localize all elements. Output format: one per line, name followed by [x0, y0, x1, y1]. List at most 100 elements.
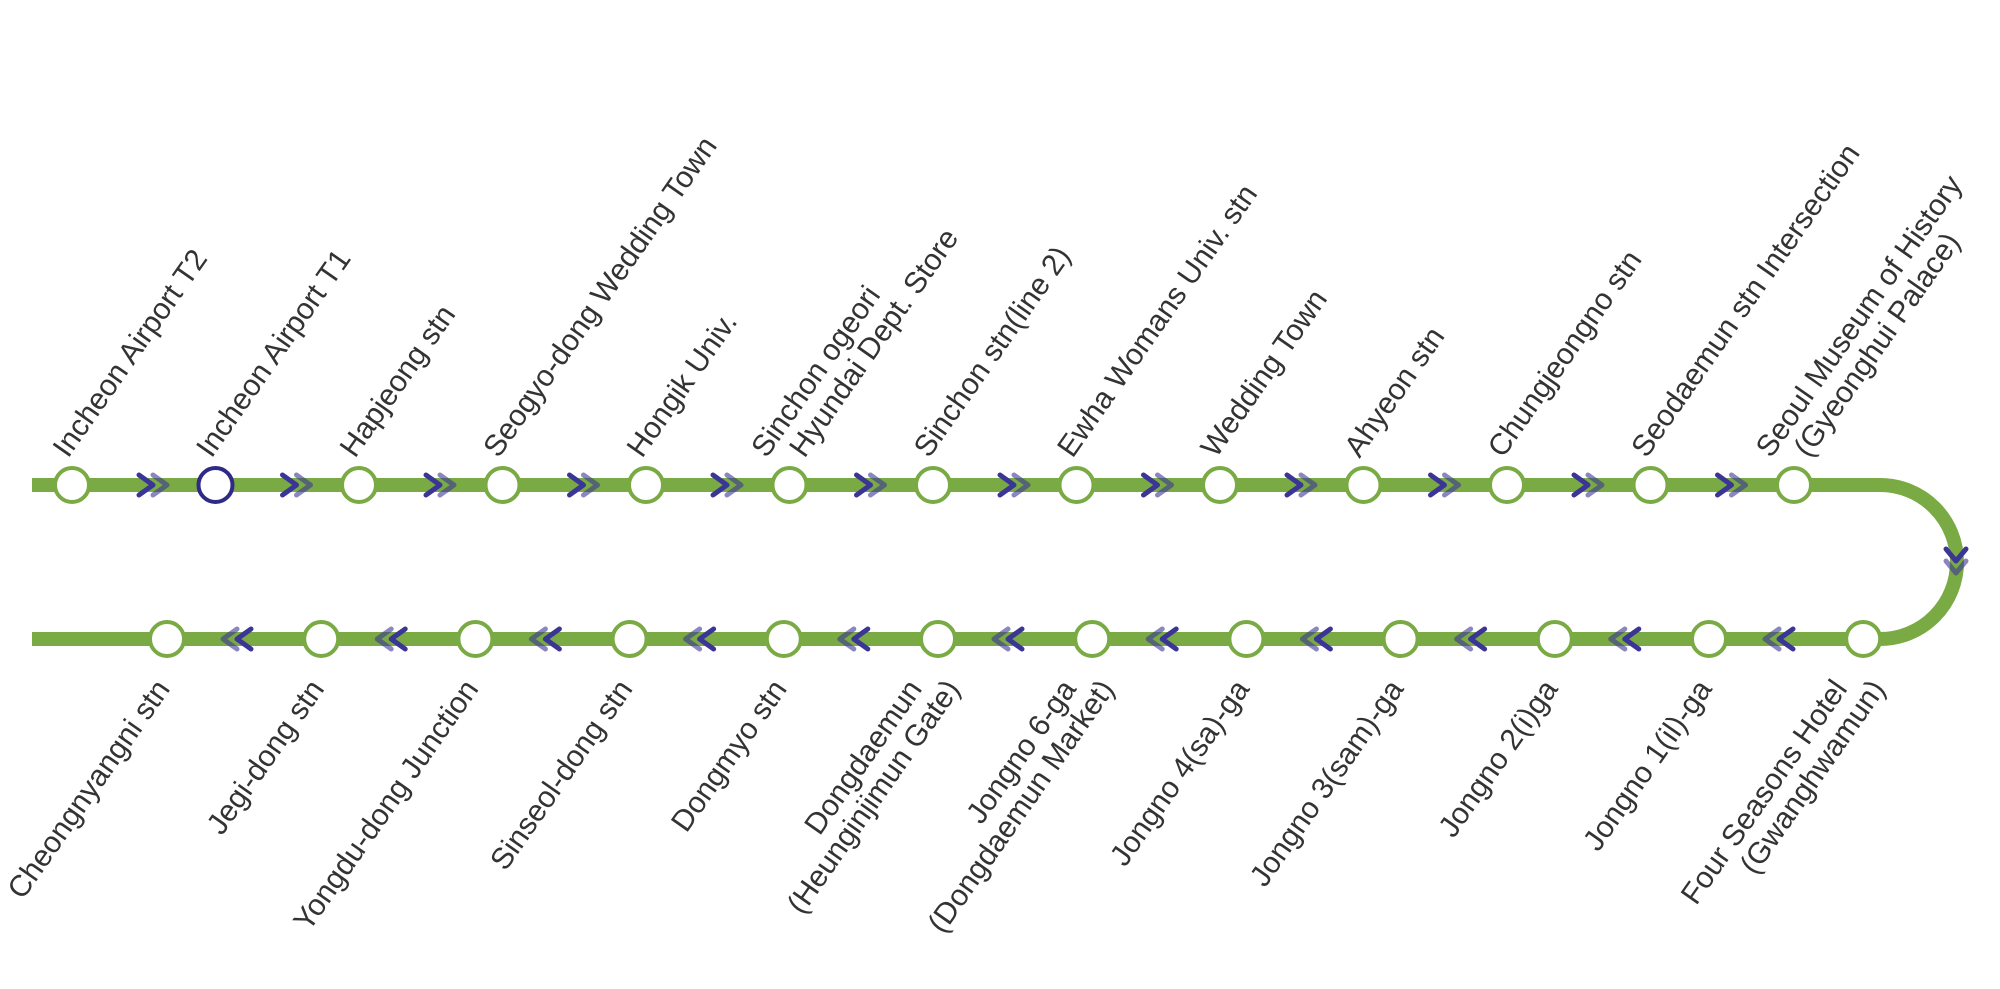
station-marker-bottom-7[interactable]	[1227, 620, 1266, 658]
station-marker-bottom-1[interactable]	[302, 620, 341, 658]
direction-chevron-icon	[1284, 472, 1318, 498]
station-marker-top-11[interactable]	[1631, 466, 1670, 504]
station-label-bottom-0: Cheongnyangni stn	[1, 674, 176, 905]
station-marker-top-1[interactable]	[196, 466, 235, 504]
direction-chevron-icon	[1454, 626, 1488, 652]
station-marker-top-7[interactable]	[1057, 466, 1096, 504]
chevron-mark	[724, 472, 744, 498]
chevron-mark	[1155, 472, 1174, 498]
chevron-mark	[1943, 558, 1969, 576]
chevron-mark	[1468, 626, 1488, 652]
station-marker-top-3[interactable]	[483, 466, 522, 504]
station-label-top-2: Hapjeong stn	[334, 299, 462, 463]
chevron-mark	[1776, 626, 1796, 652]
chevron-mark	[1298, 472, 1318, 498]
station-label-top-1: Incheon Airport T1	[190, 244, 357, 463]
chevron-mark	[1005, 626, 1025, 652]
station-marker-bottom-8[interactable]	[1381, 620, 1420, 658]
direction-chevron-icon	[854, 472, 887, 498]
station-marker-bottom-5[interactable]	[919, 620, 957, 658]
station-marker-top-5[interactable]	[770, 466, 809, 504]
station-label-top-10: Chungjeongno stn	[1482, 245, 1649, 463]
direction-chevron-icon	[837, 626, 871, 652]
chevron-mark	[150, 472, 170, 498]
chevron-mark	[1442, 472, 1461, 498]
station-label-bottom-4: Dongmyo stn	[665, 674, 793, 838]
direction-chevron-icon	[1943, 546, 1969, 576]
direction-chevron-icon	[1762, 626, 1796, 652]
station-label-bottom-9: Jongno 2(i)ga	[1432, 674, 1564, 843]
direction-chevron-icon	[1571, 472, 1605, 498]
chevron-mark	[1571, 472, 1591, 498]
direction-chevron-icon	[1608, 626, 1642, 652]
station-label-bottom-8: Jongno 3(sam)-ga	[1244, 674, 1411, 893]
station-marker-bottom-11[interactable]	[1844, 620, 1883, 658]
station-label-top-12: Seoul Museum of History	[1750, 170, 1969, 463]
chevron-mark	[528, 626, 548, 652]
direction-chevron-icon	[683, 626, 717, 652]
direction-chevron-icon	[136, 472, 170, 498]
direction-chevron-icon	[1299, 626, 1333, 652]
station-marker-top-8[interactable]	[1201, 466, 1239, 504]
station-marker-bottom-3[interactable]	[610, 620, 649, 658]
station-marker-top-10[interactable]	[1488, 466, 1526, 504]
chevron-mark	[423, 472, 443, 498]
direction-chevron-icon	[374, 626, 408, 652]
chevron-mark	[710, 472, 730, 498]
station-marker-top-2[interactable]	[340, 466, 378, 504]
direction-chevron-icon	[280, 472, 313, 498]
chevron-mark	[1622, 626, 1642, 652]
chevron-mark	[868, 472, 887, 498]
chevron-mark	[1729, 472, 1748, 498]
chevron-mark	[136, 472, 156, 498]
station-marker-top-0[interactable]	[53, 466, 91, 504]
station-marker-top-12[interactable]	[1775, 466, 1813, 504]
chevron-mark	[1159, 626, 1179, 652]
chevron-mark	[374, 626, 394, 652]
chevron-mark	[567, 472, 586, 498]
station-marker-top-6[interactable]	[914, 466, 952, 504]
chevron-mark	[837, 626, 857, 652]
station-marker-bottom-0[interactable]	[148, 620, 186, 658]
chevron-mark	[1299, 626, 1319, 652]
chevron-mark	[851, 626, 871, 652]
chevron-mark	[854, 472, 873, 498]
station-label-top-0: Incheon Airport T2	[47, 244, 214, 463]
chevron-mark	[1011, 472, 1031, 498]
station-label-top-4: Hongik Univ.	[621, 307, 744, 463]
chevron-mark	[1454, 626, 1474, 652]
station-marker-bottom-6[interactable]	[1073, 620, 1112, 658]
station-marker-bottom-2[interactable]	[456, 620, 495, 658]
chevron-mark	[1715, 472, 1734, 498]
chevron-mark	[220, 626, 240, 652]
chevron-mark	[1145, 626, 1165, 652]
station-label-bottom-10: Jongno 1(il)-ga	[1577, 674, 1719, 857]
station-marker-bottom-4[interactable]	[764, 620, 803, 658]
chevron-mark	[1428, 472, 1447, 498]
station-label-top-9: Ahyeon stn	[1338, 321, 1451, 463]
direction-chevron-icon	[220, 626, 254, 652]
chevron-mark	[388, 626, 408, 652]
station-marker-bottom-10[interactable]	[1690, 620, 1728, 658]
station-marker-top-9[interactable]	[1344, 466, 1383, 504]
chevron-mark	[234, 626, 254, 652]
chevron-mark	[1943, 546, 1969, 564]
direction-chevron-icon	[1715, 472, 1748, 498]
direction-chevron-icon	[528, 626, 562, 652]
chevron-mark	[1313, 626, 1333, 652]
chevron-mark	[280, 472, 299, 498]
station-label-bottom-3: Sinseol-dong stn	[484, 674, 639, 876]
stations	[53, 466, 1883, 658]
station-label-bottom-1: Jegi-dong stn	[201, 674, 331, 840]
chevron-mark	[1284, 472, 1304, 498]
station-label-top-8: Wedding Town	[1195, 284, 1334, 463]
direction-chevron-icon	[1141, 472, 1174, 498]
chevron-mark	[1608, 626, 1628, 652]
chevron-mark	[542, 626, 562, 652]
station-label-bottom-5-line2: (Heunginjimun Gate)	[781, 674, 967, 920]
station-marker-bottom-9[interactable]	[1535, 620, 1574, 658]
direction-chevron-icon	[1428, 472, 1461, 498]
chevron-mark	[1585, 472, 1605, 498]
station-marker-top-4[interactable]	[627, 466, 665, 504]
